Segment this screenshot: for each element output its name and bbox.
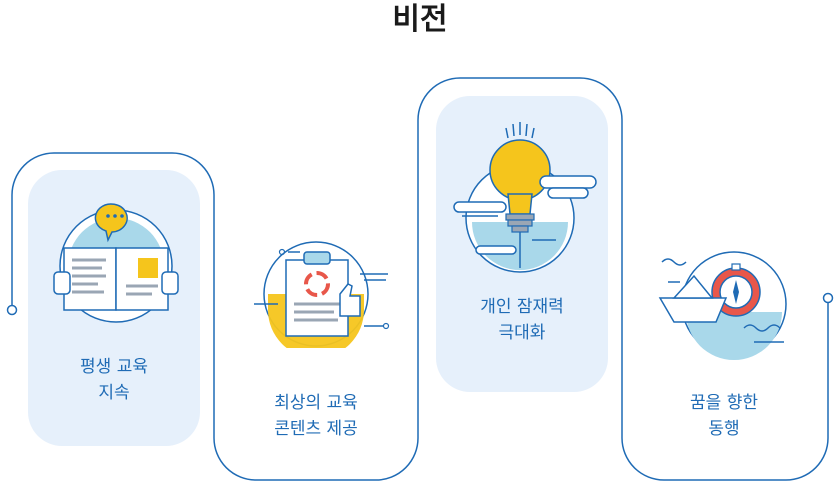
end-dot (822, 292, 834, 304)
step-4-line-2: 동행 (708, 419, 740, 439)
step-1-line-1: 평생 교육 (80, 357, 148, 377)
step-4-line-1: 꿈을 향한 (690, 393, 758, 413)
step-label-2: 최상의 교육 콘텐츠 제공 (228, 390, 404, 442)
light-bulb-icon (453, 122, 597, 273)
step-label-4: 꿈을 향한 동행 (636, 390, 812, 442)
page-title: 비전 (392, 2, 448, 37)
clipboard-icon (254, 241, 390, 348)
step-2-line-2: 콘텐츠 제공 (274, 419, 358, 439)
open-book-icon (53, 203, 179, 323)
step-label-3: 개인 잠재력 극대화 (436, 294, 608, 346)
step-1-line-2: 지속 (98, 383, 130, 403)
step-3-line-1: 개인 잠재력 (480, 297, 564, 317)
paper-boat-compass-icon (658, 251, 787, 360)
start-dot (6, 304, 18, 316)
step-label-1: 평생 교육 지속 (28, 354, 200, 406)
step-3-line-2: 극대화 (498, 323, 546, 343)
step-2-line-1: 최상의 교육 (274, 393, 358, 413)
